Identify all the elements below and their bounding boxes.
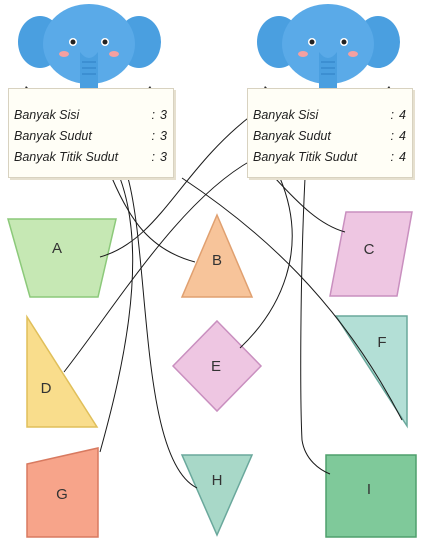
connector-line bbox=[127, 177, 198, 489]
card-row-vertices: Banyak Titik Sudut : 3 bbox=[14, 150, 167, 166]
vertices-value: 4 bbox=[399, 150, 406, 164]
connector-line bbox=[63, 159, 253, 373]
angles-label: Banyak Sudut bbox=[14, 129, 92, 143]
shape-g: G bbox=[26, 447, 99, 538]
elephant-1-icon bbox=[18, 4, 161, 102]
info-card-1: Banyak Sisi : 3 Banyak Sudut : 3 Banyak … bbox=[8, 88, 174, 178]
shape-a-label: A bbox=[52, 240, 62, 257]
sides-label: Banyak Sisi bbox=[14, 108, 80, 122]
vertices-label: Banyak Titik Sudut bbox=[253, 150, 358, 164]
sides-label: Banyak Sisi bbox=[253, 108, 319, 122]
connector-line bbox=[181, 177, 403, 421]
vertices-label: Banyak Titik Sudut bbox=[14, 150, 119, 164]
angles-value: 4 bbox=[399, 129, 406, 143]
shape-i: I bbox=[325, 454, 417, 538]
card-row-angles: Banyak Sudut : 4 bbox=[253, 129, 406, 145]
shape-c-label: C bbox=[364, 241, 375, 258]
connector-line bbox=[99, 177, 134, 453]
shape-d-label: D bbox=[41, 380, 52, 397]
connector-lines bbox=[63, 114, 403, 489]
connector-line bbox=[274, 177, 346, 233]
connector-line bbox=[99, 114, 253, 258]
angles-value: 3 bbox=[160, 129, 167, 143]
colon: : bbox=[390, 108, 394, 122]
shape-c: C bbox=[329, 211, 413, 297]
shape-b: B bbox=[180, 213, 254, 298]
shape-g-label: G bbox=[56, 486, 68, 503]
shape-h-label: H bbox=[212, 472, 223, 489]
colon: : bbox=[151, 108, 155, 122]
card-row-vertices: Banyak Titik Sudut : 4 bbox=[253, 150, 406, 166]
shape-i-label: I bbox=[367, 481, 371, 498]
info-card-2: Banyak Sisi : 4 Banyak Sudut : 4 Banyak … bbox=[247, 88, 413, 178]
connector-line bbox=[300, 177, 331, 475]
vertices-value: 3 bbox=[160, 150, 167, 164]
shape-a: A bbox=[7, 218, 117, 298]
connector-line bbox=[239, 177, 293, 349]
shape-d: D bbox=[26, 314, 99, 428]
shape-f-label: F bbox=[377, 334, 386, 351]
shape-e: E bbox=[171, 319, 263, 413]
angles-label: Banyak Sudut bbox=[253, 129, 331, 143]
shape-f: F bbox=[334, 315, 408, 429]
colon: : bbox=[151, 129, 155, 143]
card-row-sides: Banyak Sisi : 4 bbox=[253, 108, 406, 124]
colon: : bbox=[390, 150, 394, 164]
card-row-sides: Banyak Sisi : 3 bbox=[14, 108, 167, 124]
shape-e-label: E bbox=[211, 358, 221, 375]
colon: : bbox=[151, 150, 155, 164]
sides-value: 3 bbox=[160, 108, 167, 122]
colon: : bbox=[390, 129, 394, 143]
shape-b-label: B bbox=[212, 252, 222, 269]
shape-h: H bbox=[180, 454, 254, 537]
elephant-2-icon bbox=[257, 4, 400, 102]
sides-value: 4 bbox=[399, 108, 406, 122]
card-row-angles: Banyak Sudut : 3 bbox=[14, 129, 167, 145]
